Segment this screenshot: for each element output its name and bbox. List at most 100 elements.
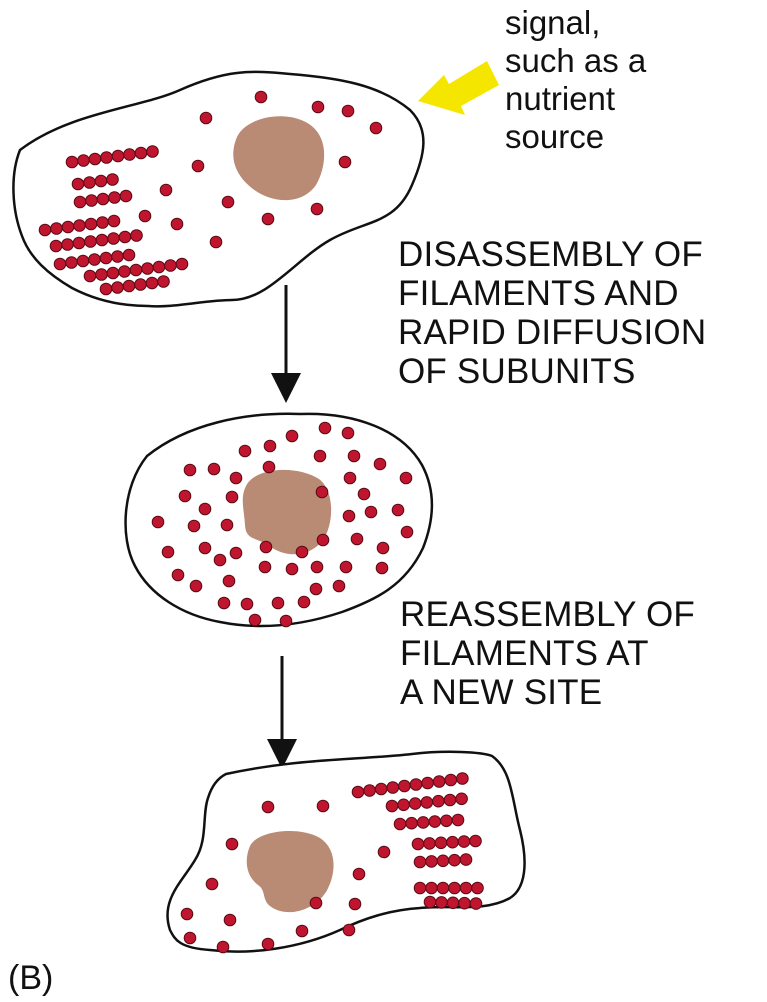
subunit-dot <box>472 882 484 894</box>
subunit-dot <box>352 786 364 798</box>
subunit-dot <box>200 112 212 124</box>
subunit-dot <box>263 461 275 473</box>
subunit-dot <box>162 546 174 558</box>
subunit-dot <box>108 215 120 227</box>
subunit-dot <box>107 174 119 186</box>
subunit-dot <box>262 801 274 813</box>
subunit-dot <box>342 105 354 117</box>
subunit-dot <box>96 269 108 281</box>
subunit-dot <box>158 276 170 288</box>
subunit-dot <box>123 280 135 292</box>
subunit-dot <box>452 814 464 826</box>
subunit-dot <box>470 898 482 910</box>
subunit-dot <box>223 575 235 587</box>
subunit-dot <box>214 554 226 566</box>
subunit-dot <box>208 463 220 475</box>
subunit-dot <box>54 258 66 270</box>
subunit-dot <box>311 203 323 215</box>
subunit-dot <box>426 882 438 894</box>
subunit-dot <box>184 464 196 476</box>
subunit-dot <box>84 177 96 189</box>
disassembly-label-line: DISASSEMBLY OF <box>398 235 706 274</box>
subunit-dot <box>218 597 230 609</box>
subunit-dot <box>317 800 329 812</box>
subunit-dot <box>100 252 112 264</box>
subunit-dot <box>457 773 469 785</box>
subunit-dot <box>386 800 398 812</box>
subunit-dot <box>86 195 98 207</box>
subunit-dot <box>349 898 361 910</box>
subunit-dot <box>96 234 108 246</box>
subunit-dot <box>73 237 85 249</box>
cell-membrane-after <box>167 752 524 952</box>
subunit-dot <box>377 542 389 554</box>
subunit-dot <box>119 266 131 278</box>
subunit-dot <box>370 122 382 134</box>
subunit-dot <box>460 882 472 894</box>
subunit-dot <box>135 147 147 159</box>
subunit-dot <box>97 193 109 205</box>
subunit-dot <box>343 510 355 522</box>
subunit-dot <box>107 267 119 279</box>
subunit-dot <box>400 472 412 484</box>
subunit-dot <box>62 221 74 233</box>
subunit-dot <box>310 583 322 595</box>
subunit-dot <box>296 925 308 937</box>
subunit-dot <box>298 596 310 608</box>
subunit-dot <box>351 533 363 545</box>
subunit-dot <box>316 486 328 498</box>
subunit-dot <box>460 854 472 866</box>
subunit-dot <box>131 230 143 242</box>
signal-label: signal, such as a nutrient source <box>505 4 646 156</box>
subunit-dot <box>312 101 324 113</box>
subunit-dot <box>77 255 89 267</box>
subunit-dot <box>153 261 165 273</box>
subunit-dot <box>181 908 193 920</box>
reassembly-label-line: A NEW SITE <box>400 673 695 712</box>
subunit-dot <box>422 777 434 789</box>
subunit-dot <box>112 251 124 263</box>
subunit-dot <box>230 472 242 484</box>
disassembly-label-line: FILAMENTS AND <box>398 274 706 313</box>
subunit-dot <box>436 897 448 909</box>
cell-intermediate <box>126 414 432 627</box>
subunit-dot <box>433 795 445 807</box>
panel-label: (B) <box>8 958 53 998</box>
subunit-dot <box>146 277 158 289</box>
subunit-dot <box>470 835 482 847</box>
signal-arrow <box>418 61 499 115</box>
subunit-dot <box>449 882 461 894</box>
subunit-dot <box>190 580 202 592</box>
subunit-dot <box>449 854 461 866</box>
subunit-dot <box>344 472 356 484</box>
subunit-dot <box>206 878 218 890</box>
subunit-dot <box>429 816 441 828</box>
subunit-dot <box>424 896 436 908</box>
subunit-dot <box>74 196 86 208</box>
subunit-dot <box>184 932 196 944</box>
subunit-dot <box>314 450 326 462</box>
subunit-dot <box>230 547 242 559</box>
subunit-dot <box>66 257 78 269</box>
subunit-dot <box>97 217 109 229</box>
subunit-dot <box>409 798 421 810</box>
subunit-dot <box>387 782 399 794</box>
subunit-dot <box>188 520 200 532</box>
subunit-dot <box>172 569 184 581</box>
subunit-dot <box>50 240 62 252</box>
subunit-dot <box>241 598 253 610</box>
subunit-dot <box>39 224 51 236</box>
subunit-dot <box>401 526 413 538</box>
subunit-dot <box>433 776 445 788</box>
disassembly-label-line: RAPID DIFFUSION <box>398 313 706 352</box>
subunit-dot <box>437 882 449 894</box>
subunit-dot <box>348 450 360 462</box>
subunit-dot <box>89 254 101 266</box>
subunit-dot <box>85 236 97 248</box>
subunit-dot <box>358 488 370 500</box>
subunit-dot <box>249 614 261 626</box>
subunit-dot <box>376 562 388 574</box>
subunit-dot <box>222 196 234 208</box>
subunit-dot <box>378 846 390 858</box>
